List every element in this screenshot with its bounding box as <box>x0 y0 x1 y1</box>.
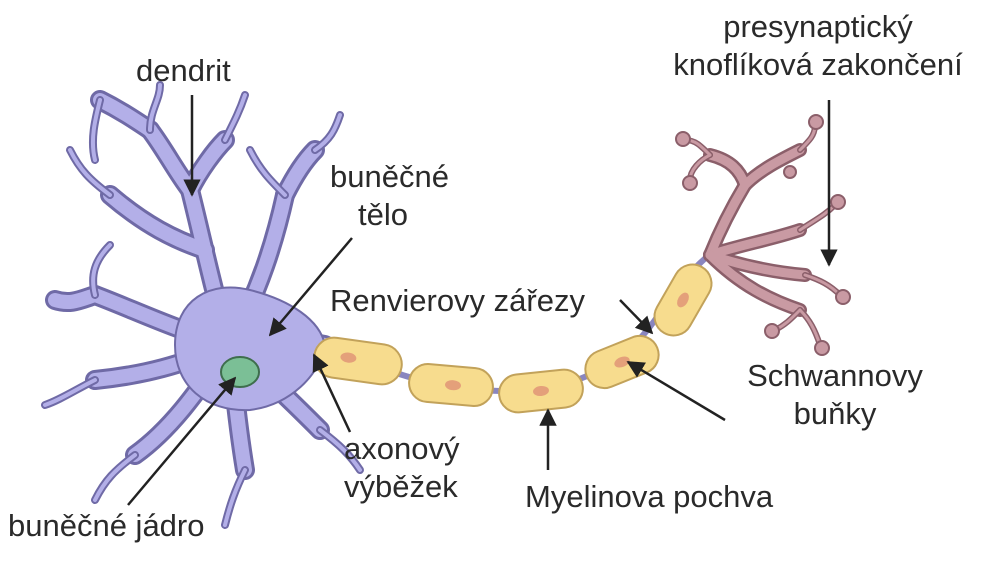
nucleus-pointer <box>127 376 237 506</box>
schwann-cell <box>408 362 494 408</box>
schwann-nucleus <box>533 385 549 397</box>
presynaptic-line-2: knoflíková zakončení <box>673 47 963 82</box>
axon-pointer <box>312 353 352 433</box>
cell-body-pointer <box>268 237 353 337</box>
schwann-cells-line-1: Schwannovy <box>747 358 923 393</box>
dendrite-label: dendrit <box>136 53 231 88</box>
nucleus-label: buněčné jádro <box>8 508 205 543</box>
schwann-cell <box>498 368 584 414</box>
presynaptic-label: presynaptický knoflíková zakončení <box>648 8 988 84</box>
pointer-arrows <box>127 95 838 506</box>
schwann-pointer <box>626 360 726 422</box>
schwann-nucleus <box>445 380 461 391</box>
nodes-of-ranvier-label: Renvierovy zářezy <box>330 283 585 318</box>
axon-terminals <box>675 114 851 356</box>
schwann-cells-label: Schwannovy buňky <box>725 357 945 433</box>
terminal-buttons <box>675 114 851 356</box>
presynaptic-line-1: presynaptický <box>723 9 913 44</box>
cell-body-line-2: tělo <box>358 197 408 232</box>
cell-body-line-1: buněčné <box>330 159 449 194</box>
cell-body-label: buněčné tělo <box>330 158 449 234</box>
myelin-sheath-label: Myelinova pochva <box>525 479 774 514</box>
axon-line-1: axonový <box>344 431 460 466</box>
schwann-cell <box>653 263 713 337</box>
axon-line-2: výběžek <box>344 469 458 504</box>
nodes-pointer <box>619 299 654 335</box>
schwann-cells-line-2: buňky <box>793 396 877 431</box>
schwann-cell <box>584 334 660 390</box>
axon-label: axonový výběžek <box>344 430 459 506</box>
schwann-cell <box>313 336 403 386</box>
nucleus <box>220 356 260 388</box>
schwann-nucleus <box>340 352 357 363</box>
schwann-nucleus <box>614 356 630 368</box>
cell-body <box>173 286 327 412</box>
schwann-nucleus <box>677 292 689 308</box>
